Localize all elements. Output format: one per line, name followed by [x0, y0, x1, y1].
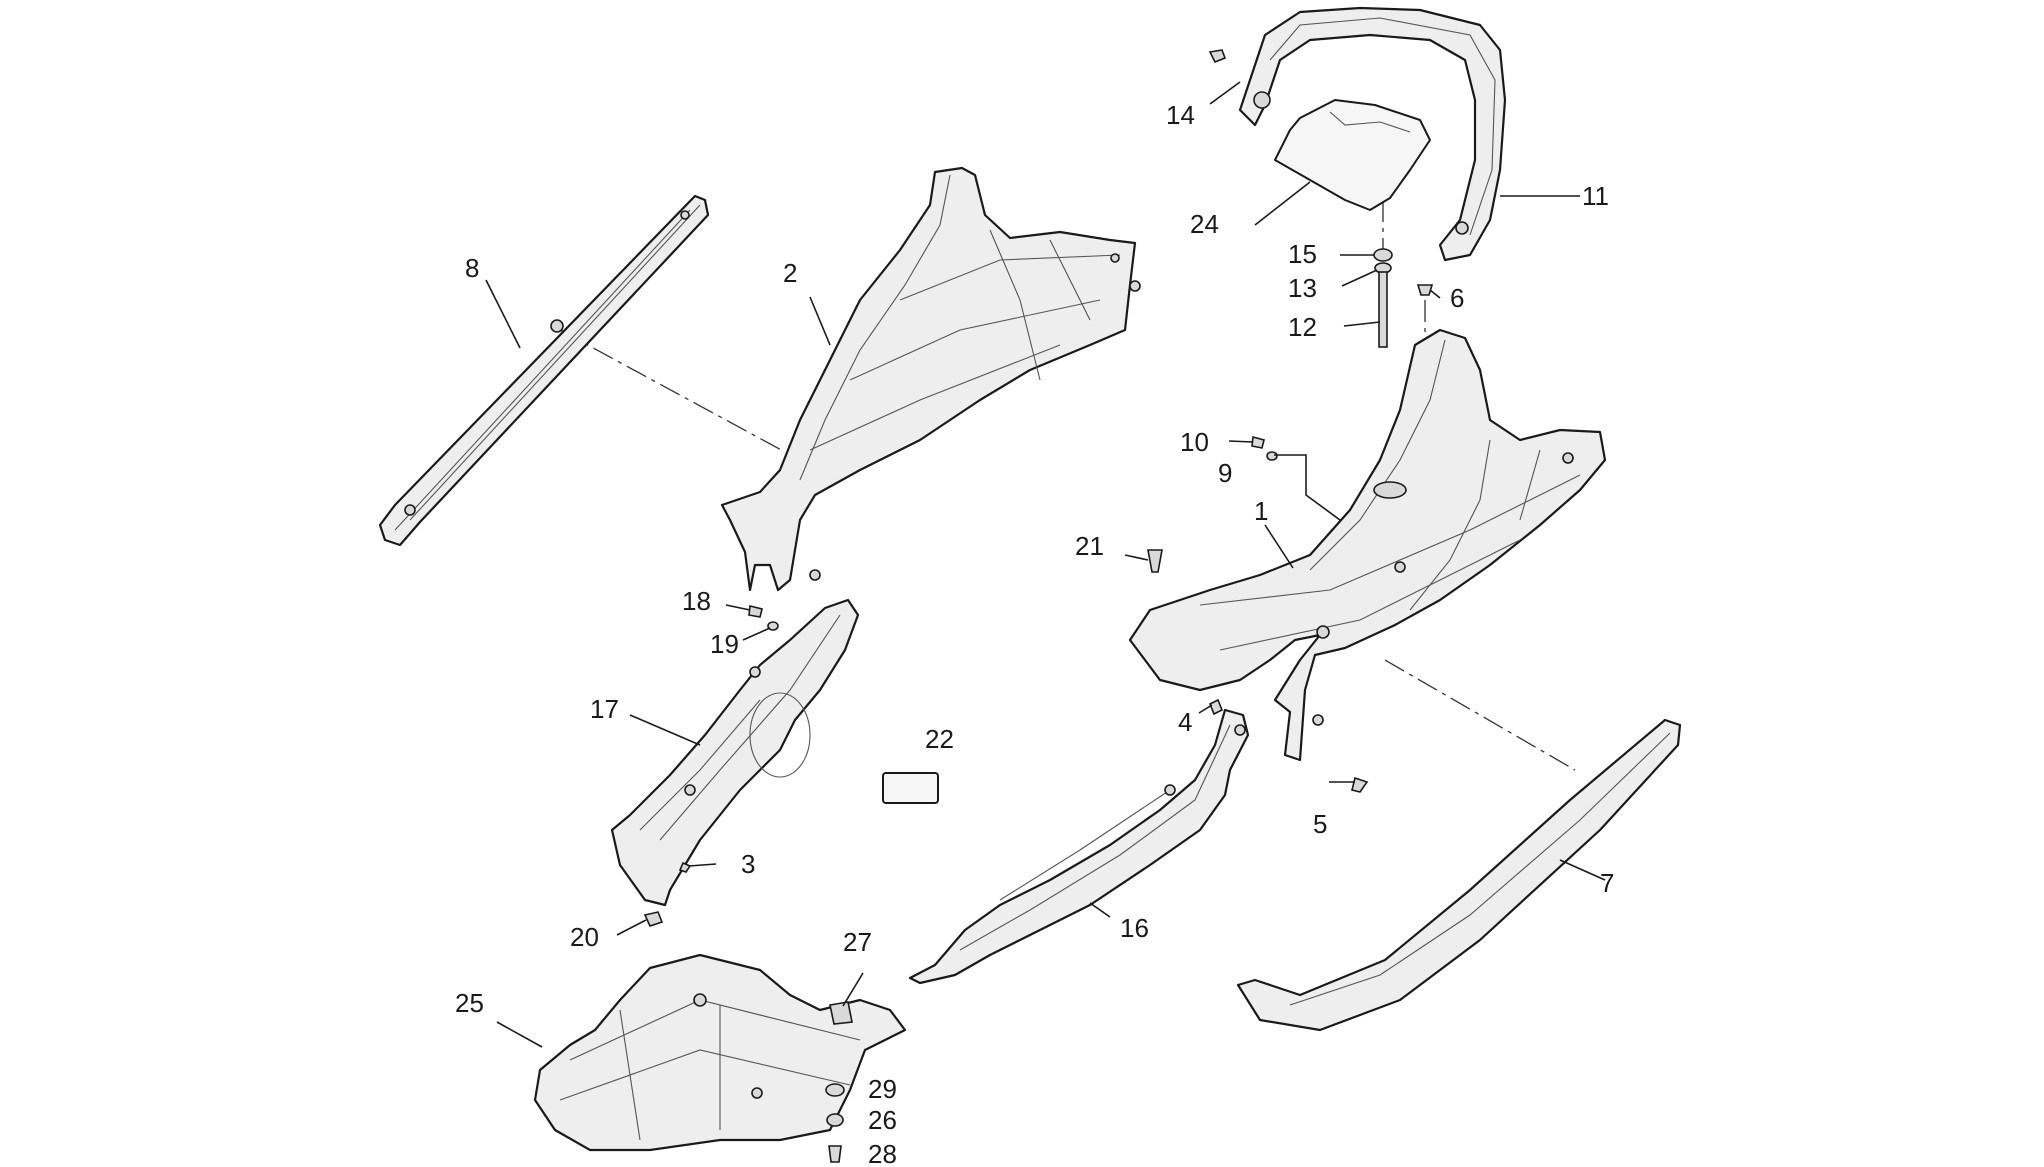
part-17-left-inner-panel: [610, 598, 860, 907]
callout-5: 5: [1313, 809, 1327, 839]
callout-25: 25: [455, 988, 484, 1018]
part-15-washer: [1373, 248, 1393, 262]
callout-12: 12: [1288, 312, 1317, 342]
callout-28: 28: [868, 1139, 897, 1167]
callout-18: 18: [682, 586, 711, 616]
callout-27: 27: [843, 927, 872, 957]
part-21-screw: [1147, 549, 1163, 573]
callout-3: 3: [741, 849, 755, 879]
assembly-axis-rail-left: [559, 329, 786, 453]
part-11-grab-handle: [1238, 6, 1507, 262]
callout-8: 8: [465, 253, 479, 283]
part-5-screw: [1351, 776, 1369, 793]
part-1-right-side-panel: [1128, 328, 1607, 762]
callout-13: 13: [1288, 273, 1317, 303]
callout-22: 22: [925, 724, 954, 754]
callout-1: 1: [1254, 496, 1268, 526]
part-12-bolt: [1378, 271, 1388, 348]
callout-19: 19: [710, 629, 739, 659]
callout-17: 17: [590, 694, 619, 724]
callout-21: 21: [1075, 531, 1104, 561]
callout-11: 11: [1582, 181, 1609, 211]
callout-26: 26: [868, 1105, 897, 1135]
part-3-screw: [678, 861, 692, 873]
callout-29: 29: [868, 1074, 897, 1104]
part-27-clip: [829, 1001, 853, 1025]
callout-6: 6: [1450, 283, 1464, 313]
part-28-screw: [828, 1145, 842, 1163]
hardware: [643, 49, 1434, 1163]
part-26-washer: [826, 1113, 844, 1127]
callout-14: 14: [1166, 100, 1195, 130]
part-29-washer: [825, 1083, 845, 1097]
part-24-handle-cover: [1274, 99, 1431, 211]
part-9-clip: [1266, 451, 1278, 461]
part-25-footboard: [533, 953, 907, 1152]
callout-16: 16: [1120, 913, 1149, 943]
part-7-right-rail: [1236, 718, 1682, 1032]
callout-9: 9: [1218, 458, 1232, 488]
callout-4: 4: [1178, 707, 1192, 737]
part-20-clip: [643, 911, 664, 927]
part-14-screw: [1208, 49, 1227, 64]
part-19-clip: [767, 621, 779, 631]
part-16-right-inner-panel: [908, 708, 1250, 985]
callout-10: 10: [1180, 427, 1209, 457]
callout-24: 24: [1190, 209, 1219, 239]
assembly-axis-rail-right: [1384, 659, 1576, 771]
part-6-screw: [1416, 284, 1434, 296]
part-18-screw: [748, 605, 763, 618]
part-8-left-rail: [378, 194, 710, 547]
callout-7: 7: [1600, 868, 1614, 898]
callout-20: 20: [570, 922, 599, 952]
leader-lines: [485, 81, 1606, 1048]
callout-2: 2: [783, 258, 797, 288]
callout-15: 15: [1288, 239, 1317, 269]
part-10-screw: [1251, 435, 1265, 449]
part-2-left-side-panel: [720, 166, 1141, 592]
part-4-clip: [1208, 698, 1224, 716]
part-22-block: [882, 772, 939, 804]
